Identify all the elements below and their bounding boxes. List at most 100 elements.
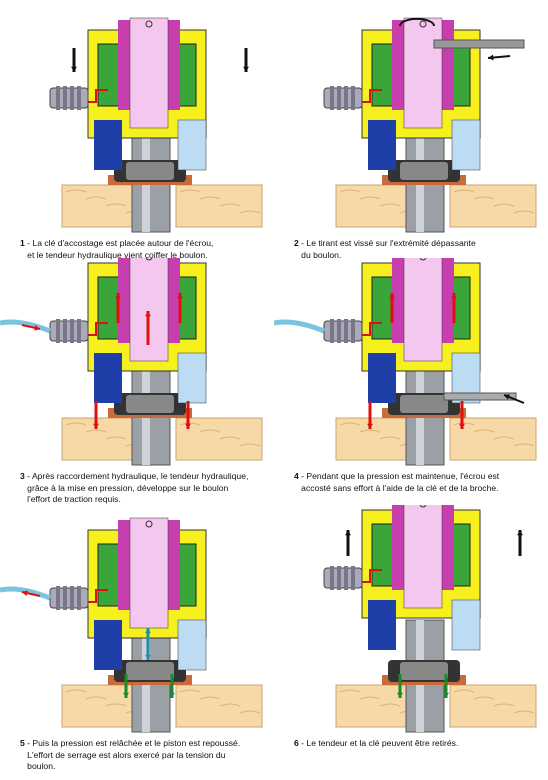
- pressure-arrow-left-head: [389, 293, 395, 299]
- wood-grain: [65, 189, 87, 193]
- coupling-ring: [56, 319, 60, 343]
- wood-grain: [239, 710, 261, 714]
- wood-grain: [105, 436, 127, 440]
- wood-grain: [85, 429, 107, 433]
- step-6-diagram: [323, 505, 537, 733]
- wood-grain: [179, 189, 201, 193]
- release-arrow-down-head: [145, 654, 151, 660]
- wood-grain: [199, 696, 221, 700]
- coupling-ring: [337, 86, 341, 110]
- bridge-left: [94, 120, 122, 170]
- step-3-panel: 3 - Après raccordement hydraulique, le t…: [0, 258, 274, 516]
- wood-grain: [493, 703, 515, 707]
- wood-grain: [219, 203, 241, 207]
- nut-face: [400, 662, 448, 680]
- puller-hole: [419, 505, 427, 508]
- wood-grain: [513, 210, 535, 214]
- puller-bore: [129, 517, 169, 629]
- step-2-panel: 2 - Le tirant est vissé sur l'extrémité …: [274, 0, 548, 260]
- wood-block-right: [175, 684, 263, 728]
- bridge-right: [177, 119, 207, 171]
- down-arrow-right-head: [243, 66, 249, 72]
- puller-hole: [145, 258, 153, 261]
- puller-bore: [403, 258, 443, 362]
- wood-grain: [199, 196, 221, 200]
- wood-grain: [359, 196, 381, 200]
- bridge-right: [177, 619, 207, 671]
- coupling-ring: [344, 86, 348, 110]
- hydraulic-hose: [0, 319, 51, 334]
- bridge-left: [94, 620, 122, 670]
- wood-grain: [199, 429, 221, 433]
- hydraulic-hose: [0, 586, 51, 601]
- wood-block-right: [449, 684, 537, 728]
- bridge-left: [368, 600, 396, 650]
- nut-face: [400, 395, 448, 413]
- wood-grain: [513, 443, 535, 447]
- rotate-arrow: [399, 17, 435, 27]
- bar: [433, 39, 525, 49]
- nut-face: [126, 662, 174, 680]
- oil-line: [88, 322, 108, 336]
- coupling: [49, 87, 89, 109]
- push-arrow-head: [488, 54, 494, 61]
- wood-grain: [219, 436, 241, 440]
- coupling-ring: [77, 86, 81, 110]
- bridge-left: [368, 120, 396, 170]
- oil-line: [362, 569, 382, 583]
- pressure-arrow-right-head: [451, 293, 457, 299]
- wood-grain: [359, 429, 381, 433]
- coupling-ring: [63, 586, 67, 610]
- tensioner: [49, 517, 207, 671]
- wood-grain: [239, 210, 261, 214]
- coupling-ring: [77, 586, 81, 610]
- reaction-arrow-left-head: [93, 423, 99, 429]
- coupling-ring: [344, 319, 348, 343]
- coupling-ring: [351, 566, 355, 590]
- bridge-right: [451, 119, 481, 171]
- wood-grain: [339, 689, 361, 693]
- wood-grain: [219, 703, 241, 707]
- pressure-arrow-left-head: [115, 293, 121, 299]
- clamp-arrow-1-head: [123, 692, 129, 698]
- hydraulic-hose: [274, 319, 325, 334]
- tensioner: [49, 258, 207, 404]
- tensioner: [323, 505, 481, 651]
- coupling-ring: [77, 319, 81, 343]
- up-arrow-right-head: [517, 530, 523, 536]
- step-6-caption: 6 - Le tendeur et la clé peuvent être re…: [294, 738, 459, 748]
- coupling-ring: [337, 566, 341, 590]
- wood-grain: [453, 189, 475, 193]
- tensioner: [323, 258, 481, 404]
- coupling-ring: [56, 86, 60, 110]
- reaction-arrow-left-head: [367, 423, 373, 429]
- step-5-number: 5: [20, 738, 25, 748]
- wood-grain: [179, 422, 201, 426]
- puller-hole: [419, 258, 427, 261]
- oil-line: [88, 89, 108, 103]
- step-4-number: 4: [294, 471, 299, 481]
- step-5-caption: 5 - Puis la pression est relâchée et le …: [20, 738, 241, 771]
- coupling-ring: [330, 566, 334, 590]
- puller-bore: [403, 505, 443, 609]
- coupling: [323, 320, 363, 342]
- puller-hole: [419, 20, 427, 28]
- coupling: [323, 567, 363, 589]
- wood-grain: [379, 436, 401, 440]
- step-6-panel: 6 - Le tendeur et la clé peuvent être re…: [274, 505, 548, 763]
- coupling-ring: [70, 586, 74, 610]
- step-3-diagram: [0, 258, 263, 466]
- step-4-panel: 4 - Pendant que la pression est maintenu…: [274, 258, 548, 516]
- clamp-arrow-2-head: [443, 692, 449, 698]
- step-1-number: 1: [20, 238, 25, 248]
- wood-grain: [339, 422, 361, 426]
- wood-grain: [493, 203, 515, 207]
- coupling: [323, 87, 363, 109]
- coupling: [49, 587, 89, 609]
- clamp-arrow-2-head: [169, 692, 175, 698]
- step-1-panel: 1 - La clé d'accostage est placée autour…: [0, 0, 274, 260]
- wood-block-right: [449, 417, 537, 461]
- coupling-ring: [56, 586, 60, 610]
- coupling-ring: [330, 86, 334, 110]
- reaction-arrow-right-head: [185, 423, 191, 429]
